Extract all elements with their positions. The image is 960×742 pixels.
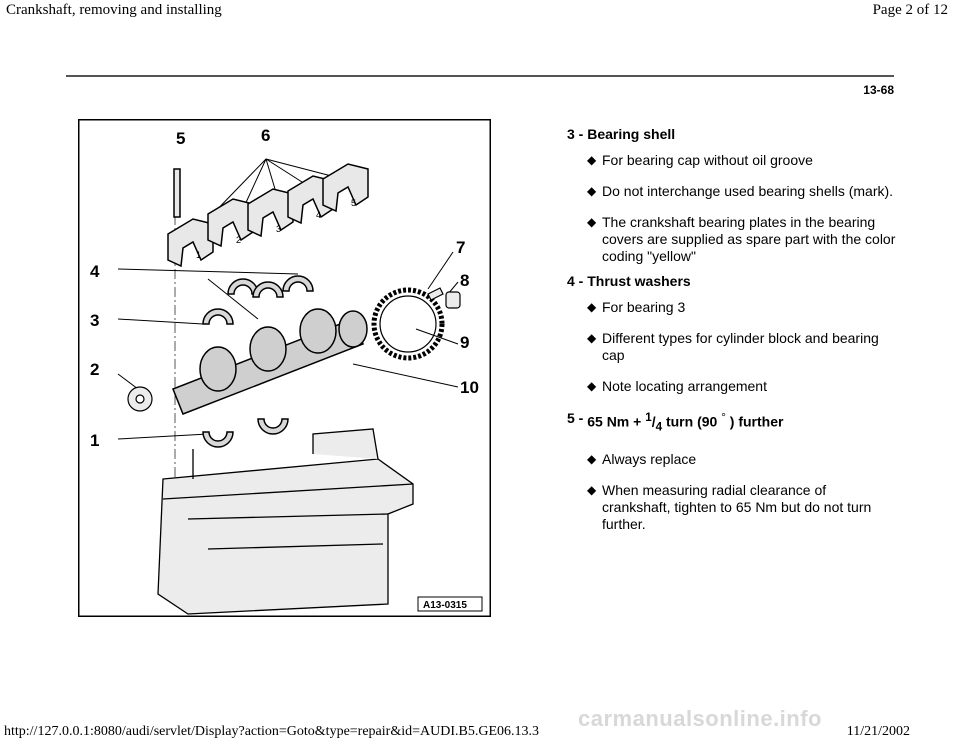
cap-mark-3: 3	[276, 224, 281, 234]
footer-date: 11/21/2002	[846, 724, 910, 739]
header-rule	[66, 75, 894, 77]
callout-10: 10	[460, 378, 479, 397]
callout-8: 8	[460, 271, 469, 290]
diamond-bullet-icon: ◆	[587, 300, 597, 314]
item-5-heading: 5 - 65 Nm + 1/4 turn (90 ° ) further	[567, 409, 784, 434]
callout-6: 6	[261, 126, 270, 145]
cap-mark-1: 1	[196, 250, 201, 260]
diamond-bullet-icon: ◆	[587, 331, 597, 345]
item-3-bullet-2: ◆Do not interchange used bearing shells …	[587, 183, 894, 199]
footer-url[interactable]: http://127.0.0.1:8080/audi/servlet/Displ…	[4, 724, 539, 739]
watermark: carmanualsonline.info	[578, 706, 822, 731]
cap-mark-2: 2	[236, 235, 241, 245]
callout-4: 4	[90, 262, 100, 281]
diamond-bullet-icon: ◆	[587, 215, 597, 229]
item-4-heading: 4 - Thrust washers	[567, 273, 691, 289]
diamond-bullet-icon: ◆	[587, 379, 597, 393]
cap-mark-5: 5	[351, 198, 356, 208]
item-4-bullet-1: ◆For bearing 3	[587, 299, 686, 315]
item-3-heading: 3 - Bearing shell	[567, 126, 676, 142]
legend-content: 3 - Bearing shell ◆For bearing cap witho…	[567, 126, 897, 533]
item-4-bullet-3: ◆Note locating arrangement	[587, 378, 767, 394]
header-title: Crankshaft, removing and installing	[6, 2, 222, 18]
callout-5: 5	[176, 129, 185, 148]
callout-2: 2	[90, 360, 99, 379]
figure-code: A13-0315	[423, 600, 467, 611]
diamond-bullet-icon: ◆	[587, 184, 597, 198]
callout-7: 7	[456, 238, 465, 257]
callout-9: 9	[460, 333, 469, 352]
diamond-bullet-icon: ◆	[587, 483, 597, 498]
item-3-bullet-3: ◆The crankshaft bearing plates in the be…	[587, 214, 896, 264]
crankshaft-exploded-diagram: 5 6 4 3 2 1 7 8 9 10 1 2 3 4 5 A13-0315	[78, 119, 491, 617]
diamond-bullet-icon: ◆	[587, 452, 597, 467]
item-3-bullet-1: ◆For bearing cap without oil groove	[587, 152, 813, 168]
page-indicator: Page 2 of 12	[872, 2, 948, 18]
callout-1: 1	[90, 431, 99, 450]
page-number: 13-68	[863, 83, 894, 97]
item-4-bullet-2: ◆Different types for cylinder block and …	[587, 330, 879, 363]
callout-3: 3	[90, 311, 99, 330]
diamond-bullet-icon: ◆	[587, 153, 597, 167]
item-5-bullet-1: ◆Always replace	[587, 451, 697, 468]
item-5-bullet-2: ◆When measuring radial clearance of cran…	[587, 482, 872, 533]
cap-mark-4: 4	[316, 210, 321, 220]
